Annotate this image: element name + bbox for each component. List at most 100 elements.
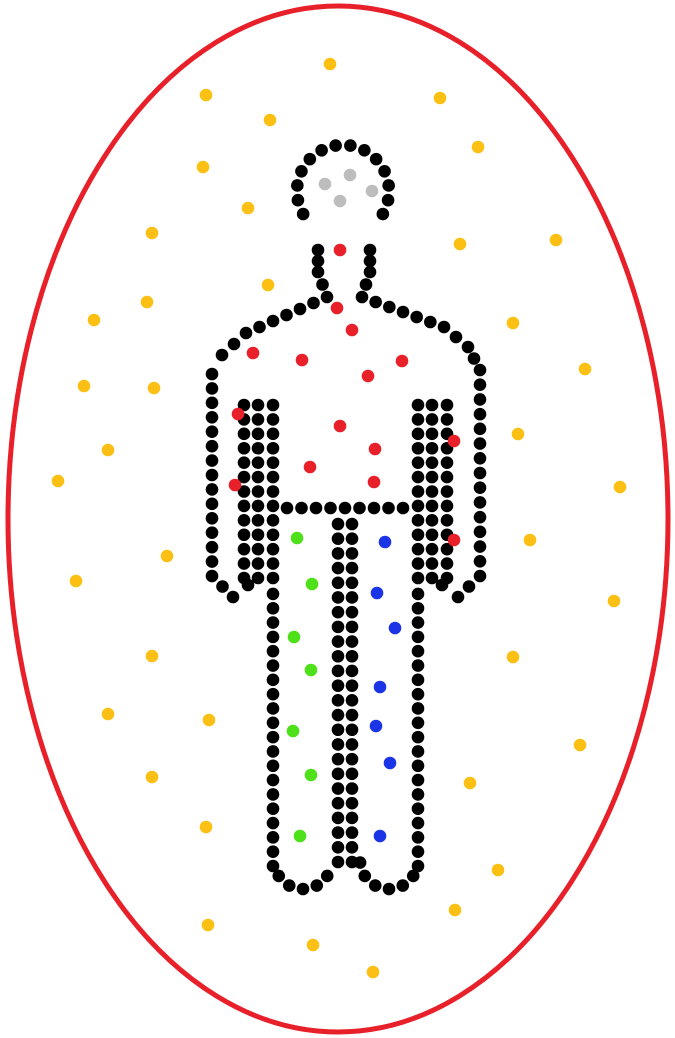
- body-outline-dot: [412, 500, 425, 513]
- body-outline-dot: [206, 570, 219, 583]
- body-outline-dot: [474, 437, 487, 450]
- body-outline-dot: [332, 518, 345, 531]
- body-outline-dot: [441, 485, 454, 498]
- body-outline-dot: [267, 413, 280, 426]
- body-outline-dot: [474, 452, 487, 465]
- body-outline-dot: [252, 485, 265, 498]
- body-outline-dot: [332, 665, 345, 678]
- body-outline-dot: [463, 580, 476, 593]
- body-outline-dot: [424, 316, 437, 329]
- torso-dot: [334, 420, 347, 433]
- body-outline-dot: [206, 397, 219, 410]
- body-outline-dot: [370, 153, 383, 166]
- torso-dot: [369, 443, 382, 456]
- body-outline-dot: [412, 802, 425, 815]
- left-leg-dot: [306, 578, 319, 591]
- body-outline-dot: [426, 528, 439, 541]
- body-outline-dot: [474, 496, 487, 509]
- aura-dot: [454, 238, 467, 251]
- body-outline-dot: [238, 500, 251, 513]
- body-outline-dot: [412, 514, 425, 527]
- torso-dot: [247, 347, 260, 360]
- body-outline-dot: [332, 621, 345, 634]
- body-outline-dot: [206, 469, 219, 482]
- body-outline-dot: [346, 576, 359, 589]
- body-outline-dot: [267, 831, 280, 844]
- body-outline-dot: [267, 557, 280, 570]
- body-outline-dot: [346, 709, 359, 722]
- body-outline-dot: [412, 471, 425, 484]
- body-outline-dot: [364, 244, 377, 257]
- body-outline-dot: [206, 411, 219, 424]
- body-outline-dot: [346, 812, 359, 825]
- body-outline-dot: [474, 540, 487, 553]
- body-outline-dot: [441, 514, 454, 527]
- body-outline-dot: [412, 745, 425, 758]
- body-outline-dot: [383, 301, 396, 314]
- body-outline-dot: [252, 557, 265, 570]
- body-outline-dot: [407, 870, 420, 883]
- body-outline-dot: [310, 502, 323, 515]
- body-outline-dot: [267, 745, 280, 758]
- aura-dot: [262, 279, 275, 292]
- body-outline-dot: [283, 879, 296, 892]
- head-dot: [344, 169, 357, 182]
- body-outline-dot: [346, 782, 359, 795]
- body-outline-dot: [294, 303, 307, 316]
- body-outline-dot: [426, 413, 439, 426]
- body-outline-dot: [412, 528, 425, 541]
- body-outline-dot: [412, 845, 425, 858]
- body-outline-dot: [346, 768, 359, 781]
- body-outline-dot: [346, 753, 359, 766]
- body-outline-dot: [346, 797, 359, 810]
- body-outline-dot: [321, 291, 334, 304]
- body-outline-dot: [316, 278, 329, 291]
- body-outline-dot: [383, 883, 396, 896]
- body-outline-dot: [412, 456, 425, 469]
- torso-dot: [296, 354, 309, 367]
- body-outline-dot: [206, 483, 219, 496]
- body-outline-dot: [410, 311, 423, 324]
- body-outline-dot: [474, 408, 487, 421]
- body-outline-dot: [412, 543, 425, 556]
- body-outline-dot: [238, 456, 251, 469]
- right-leg-dot: [371, 587, 384, 600]
- body-outline-dot: [227, 591, 240, 604]
- body-outline-dot: [346, 650, 359, 663]
- body-outline-dot: [267, 399, 280, 412]
- body-outline-dot: [252, 514, 265, 527]
- aura-dot: [574, 739, 587, 752]
- body-outline-dot: [252, 442, 265, 455]
- body-outline-dot: [240, 327, 253, 340]
- body-outline-dot: [412, 788, 425, 801]
- body-outline-dot: [474, 555, 487, 568]
- body-outline-dot: [310, 879, 323, 892]
- body-outline-dot: [267, 572, 280, 585]
- body-outline-dot: [426, 543, 439, 556]
- torso-dot: [346, 324, 359, 337]
- body-outline-dot: [412, 702, 425, 715]
- body-outline-dot: [441, 557, 454, 570]
- body-outline-dot: [206, 454, 219, 467]
- body-outline-dot: [382, 502, 395, 515]
- body-outline-dot: [346, 518, 359, 531]
- body-outline-dot: [412, 631, 425, 644]
- body-outline-dot: [396, 879, 409, 892]
- body-outline-dot: [426, 572, 439, 585]
- body-outline-dot: [267, 645, 280, 658]
- aura-dot: [203, 714, 216, 727]
- aura-dot: [512, 428, 525, 441]
- body-outline-dot: [346, 841, 359, 854]
- body-outline-dot: [412, 399, 425, 412]
- body-outline-dot: [346, 635, 359, 648]
- body-outline-dot: [332, 694, 345, 707]
- body-outline-dot: [332, 768, 345, 781]
- aura-dot: [492, 864, 505, 877]
- body-outline-dot: [332, 797, 345, 810]
- aura-dot: [146, 650, 159, 663]
- left-leg-dot: [305, 769, 318, 782]
- body-outline-dot: [412, 674, 425, 687]
- aura-dot: [242, 202, 255, 215]
- aura-dot: [579, 363, 592, 376]
